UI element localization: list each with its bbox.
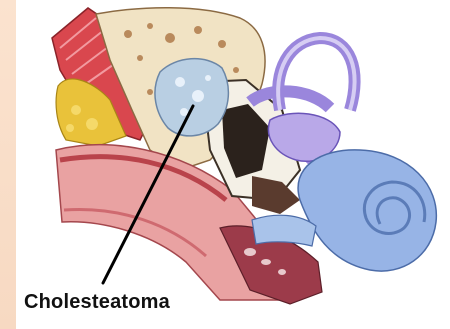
cholesteatoma-mass [155, 59, 228, 136]
cholesteatoma-label: Cholesteatoma [24, 291, 170, 314]
